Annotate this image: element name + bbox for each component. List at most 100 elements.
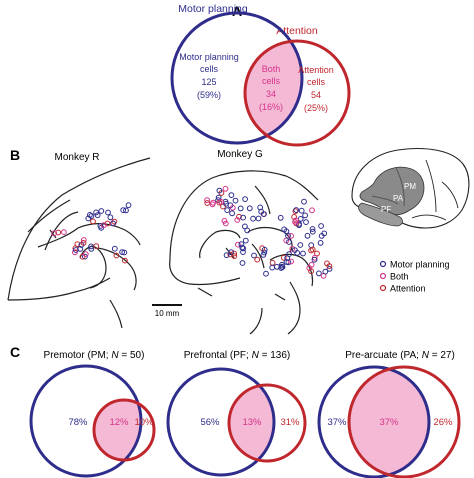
recording-site-marker xyxy=(300,250,306,257)
venn-prefrontal: Prefrontal (PF; N = 136) 56% 13% 31% xyxy=(166,350,307,477)
recording-site-marker xyxy=(110,220,117,227)
recording-site-markers xyxy=(51,185,333,279)
venn-prearcuate: Pre-arcuate (PA; N = 27) 37% 37% 26% xyxy=(317,350,461,478)
marker-legend: Motor planning Both Attention xyxy=(379,260,450,294)
motor-cells-label-line1: Motor planning xyxy=(179,52,239,62)
venn-premotor-attention-circle xyxy=(92,398,156,462)
recording-site-marker xyxy=(87,212,93,218)
recording-site-marker xyxy=(222,185,229,192)
recording-site-marker xyxy=(228,249,235,256)
recording-site-marker xyxy=(82,253,88,260)
legend-attention-label: Attention xyxy=(390,284,426,294)
recording-site-marker xyxy=(204,200,211,206)
recording-site-marker xyxy=(251,252,257,259)
both-cells-label-line1: Both xyxy=(262,64,281,74)
recording-site-marker xyxy=(281,226,288,233)
attention-circle-a xyxy=(243,39,351,147)
recording-site-marker xyxy=(232,197,239,204)
recording-site-marker xyxy=(254,256,261,263)
recording-site-marker xyxy=(242,196,249,203)
recording-site-marker xyxy=(318,233,325,239)
recording-site-marker xyxy=(61,229,67,236)
region-label-pa: PA xyxy=(393,194,404,203)
legend-both-marker xyxy=(379,272,387,280)
recording-site-marker xyxy=(237,205,244,212)
venn-prefrontal-attention-pct: 31% xyxy=(280,417,300,428)
recording-site-marker xyxy=(308,261,315,268)
recording-site-marker xyxy=(55,229,62,236)
recording-site-marker xyxy=(209,201,216,208)
recording-site-marker xyxy=(222,220,229,227)
both-cells-pct: (16%) xyxy=(259,102,283,112)
legend-both-label: Both xyxy=(390,272,409,282)
recording-site-marker xyxy=(309,228,316,235)
recording-site-marker xyxy=(72,247,79,253)
panel-letter-b: B xyxy=(10,147,20,163)
recording-site-marker xyxy=(125,202,132,209)
recording-site-marker xyxy=(51,230,58,237)
recording-site-marker xyxy=(286,239,292,245)
recording-site-marker xyxy=(257,204,264,211)
venn-premotor-attention-pct: 10% xyxy=(134,417,154,428)
recording-site-marker xyxy=(297,242,304,248)
venn-premotor-title: Premotor (PM; N = 50) xyxy=(44,350,145,361)
venn-premotor: Premotor (PM; N = 50) 78% 12% 10% xyxy=(29,350,156,478)
legend-motor-label: Motor planning xyxy=(390,260,450,270)
recording-site-marker xyxy=(88,246,95,252)
recording-site-marker xyxy=(120,207,127,214)
recording-site-marker xyxy=(279,261,285,268)
legend-attention-marker xyxy=(379,284,387,292)
recording-site-marker xyxy=(94,212,101,219)
recording-site-marker xyxy=(302,212,309,219)
motor-circle-a xyxy=(170,11,304,145)
venn-prefrontal-both-pct: 13% xyxy=(242,417,262,428)
attention-cells-count: 54 xyxy=(311,90,321,100)
brain-inset-ventral-region xyxy=(358,202,403,227)
recording-site-marker xyxy=(239,260,246,266)
recording-site-marker xyxy=(240,214,247,221)
recording-site-marker xyxy=(269,259,276,266)
venn-prefrontal-title: Prefrontal (PF; N = 136) xyxy=(184,350,290,361)
recording-site-marker xyxy=(223,252,230,259)
recording-site-marker xyxy=(235,241,241,248)
motor-cells-pct: (59%) xyxy=(197,90,221,100)
panel-letter-c: C xyxy=(10,344,20,360)
recording-site-marker xyxy=(204,197,211,204)
recording-site-marker xyxy=(119,249,125,256)
venn-premotor-both-pct: 12% xyxy=(109,417,129,428)
recording-site-marker xyxy=(113,252,120,259)
recording-site-marker xyxy=(292,208,299,215)
recording-site-marker xyxy=(98,208,105,214)
venn-prearcuate-motor-pct: 37% xyxy=(327,417,347,428)
attention-cells-label-line1: Attention xyxy=(298,65,334,75)
venn-prefrontal-motor-pct: 56% xyxy=(200,417,220,428)
both-cells-count: 34 xyxy=(266,89,276,99)
recording-site-marker xyxy=(269,264,276,271)
recording-site-marker xyxy=(316,270,322,277)
legend-motor-marker xyxy=(379,260,387,268)
recording-site-marker xyxy=(297,216,304,222)
recording-site-marker xyxy=(250,215,257,222)
brain-inset-principal-sulcus xyxy=(371,195,399,205)
recording-site-marker xyxy=(293,220,300,227)
recording-site-marker xyxy=(234,217,241,223)
recording-site-marker xyxy=(301,198,307,205)
attention-cells-pct: (25%) xyxy=(304,103,328,113)
recording-site-marker xyxy=(314,250,320,257)
recording-site-marker xyxy=(93,243,100,250)
region-label-pf: PF xyxy=(381,205,391,214)
brain-inset: PM PA PF xyxy=(351,147,470,229)
recording-site-marker xyxy=(292,247,298,254)
recording-site-marker xyxy=(228,192,235,199)
recording-site-marker xyxy=(318,223,325,229)
recording-site-marker xyxy=(255,215,262,222)
scale-bar-label: 10 mm xyxy=(155,309,180,318)
recording-site-marker xyxy=(309,226,316,232)
recording-site-marker xyxy=(308,247,315,254)
venn-premotor-motor-circle xyxy=(29,364,143,478)
motor-cells-count: 125 xyxy=(201,77,216,87)
recording-site-marker xyxy=(309,207,315,214)
recording-site-marker xyxy=(88,213,95,219)
recording-site-marker xyxy=(278,265,285,271)
recording-site-marker xyxy=(80,237,87,243)
